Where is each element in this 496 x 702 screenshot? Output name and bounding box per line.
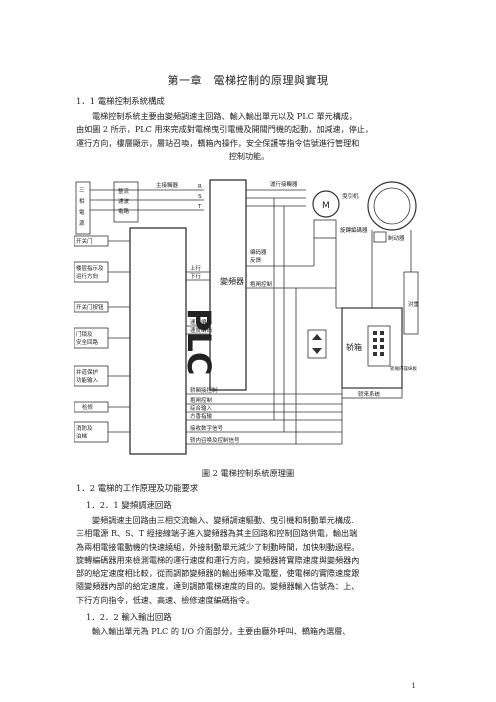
main-contactor-label: 主接觸器: [156, 181, 179, 189]
section-1-1-heading: 1．1 電梯控制系統構成: [76, 96, 165, 106]
rectifier-label-2: 濾波: [118, 197, 130, 205]
page-number: 1: [411, 682, 416, 690]
source-label-1: 三: [79, 187, 85, 194]
call-system-label: 轿来系统: [358, 390, 381, 398]
rst-t: T: [197, 204, 202, 210]
source-label-3: 電: [79, 209, 85, 216]
elevator-control-diagram: 三 相 電 源 整流 濾波 電路 主接觸器 R S T 運行接觸器 M 曳引机 …: [74, 179, 420, 455]
bus-label-4: 方香指输: [190, 412, 213, 420]
input-shaft-1: 并道保护: [76, 368, 99, 376]
para-line: 隨變頻器內部的給定速度，達到調節電梯速度的目的。變頻器輸入信號為：上、: [76, 581, 360, 592]
rectifier-block: [113, 181, 139, 223]
section-1-2-heading: 1．2 電梯的工作原理及功能要求: [76, 483, 199, 493]
para-line: 變頻調速主回路由三相交流輸入、變頻調速驅動、曳引機和制動單元構成.: [92, 515, 354, 525]
rectifier-label-3: 電路: [118, 207, 130, 215]
down-label: 下行: [190, 272, 202, 280]
chapter-title: 第一章 電梯控制的原理與實現: [167, 74, 329, 87]
para-line: 由如圖 2 所示，PLC 用來完成對電梯曳引電機及開關門機的起動，加減速，停止，: [76, 124, 373, 135]
plc-block: [129, 227, 187, 455]
inverter-block: [209, 179, 247, 391]
power-source-box: [75, 181, 91, 235]
inverter-label: 變頻器: [220, 276, 244, 286]
bus-label-5: 接收数字信号: [190, 424, 224, 432]
para-line: 輸入輸出單元為 PLC 的 I/O 介面部分，主要由廳外呼叫、轎箱內選層、: [92, 626, 351, 636]
rst-r: R: [198, 184, 202, 190]
motor-label: M: [322, 201, 330, 211]
para-line: 三相電源 R、S、T 經接線端子進入變頻器為其主回路和控制回路供電，輸出端: [76, 528, 358, 539]
encoder-feedback-label-2: 反馈: [250, 256, 262, 264]
para-line: 為兩相電接電動機的快速繞組，外接制動單元減少了制動時間，加快制動過程。: [76, 541, 360, 552]
input-door-button: 开关门按钮: [76, 303, 104, 311]
counterweight-label: 对重: [408, 300, 420, 308]
encoder-feedback-label-1: 编码器: [250, 248, 267, 256]
car-panel-label: 轿厢内操纵板: [390, 365, 417, 372]
bus-label-2: 抱闸控制: [190, 396, 213, 404]
brake-label: 制动器: [388, 234, 405, 242]
input-lock-2: 安全回路: [76, 338, 99, 346]
input-shaft-2: 功能输入: [76, 376, 99, 384]
input-inspect: 检修: [82, 403, 94, 411]
section-1-2-1-paragraph: 變頻調速主回路由三相交流輸入、變頻調速驅動、曳引機和制動單元構成. 三相電源 R…: [76, 514, 422, 607]
para-line: 運行方向，樓層顯示，層站召喚，轎箱內操作，安全保護等指令信號進行管理和: [76, 137, 360, 148]
input-floor-1: 楼层指示及: [76, 264, 104, 272]
section-1-1-paragraph: 電梯控制系統主要由變頻調速主回路、輸入輸出單元以及 PLC 單元構成， 由如圖 …: [76, 110, 422, 163]
traction-label: 曳引机: [342, 192, 359, 200]
car-label: 轿箱: [346, 342, 362, 352]
para-line: 下行方向指令，低速、高速、檢修速度編碼指令。: [76, 594, 255, 605]
para-line: 部的給定速度相比較，從而調節變頻器的輸出頻率及電壓，使電梯的實際速度跟: [76, 568, 360, 579]
bus-label-6: 轿内召唤及控制信号: [190, 436, 240, 444]
source-label-2: 相: [79, 197, 85, 205]
input-door: 开关门: [76, 237, 93, 245]
rectifier-label-1: 整流: [118, 187, 130, 195]
speed-code-a-label: 速度编码: [190, 318, 213, 326]
input-floor-2: 运行方向: [76, 272, 98, 280]
rst-s: S: [198, 194, 202, 200]
figure-caption: 圖 2 電梯控制系統原理圖: [201, 468, 295, 478]
input-fire-1: 消防及: [76, 424, 93, 432]
para-line: 旋轉編碼器用來檢測電梯的運行速度和運行方向，變頻器將實際速度與變頻器內: [76, 554, 360, 565]
section-1-2-1-heading: 1．2．1 變頻調速回路: [86, 500, 172, 510]
plc-label: PLC: [180, 308, 218, 375]
section-1-2-2-heading: 1．2．2 輸入輸出回路: [86, 612, 172, 622]
run-contactor-label: 運行接觸器: [270, 180, 298, 188]
para-line: 控制功能。: [228, 150, 270, 161]
bus-label-3: 综合输入: [190, 404, 213, 412]
input-lock-1: 门锁及: [76, 330, 93, 338]
input-fire-2: 泊梯: [76, 432, 88, 440]
rotary-encoder-label: 旋轉編碼器: [340, 226, 368, 234]
source-label-4: 源: [79, 219, 85, 227]
para-line: 電梯控制系統主要由變頻調速主回路、輸入輸出單元以及 PLC 單元構成，: [92, 111, 357, 121]
section-1-2-2-paragraph: 輸入輸出單元為 PLC 的 I/O 介面部分，主要由廳外呼叫、轎箱內選層、: [76, 625, 422, 638]
brake-control-label: 抱闸控制: [250, 280, 273, 288]
bus-label-1: 轿厢接控制: [190, 386, 218, 394]
speed-code-b-label: 速度编码: [190, 326, 213, 334]
up-label: 上行: [190, 264, 202, 272]
